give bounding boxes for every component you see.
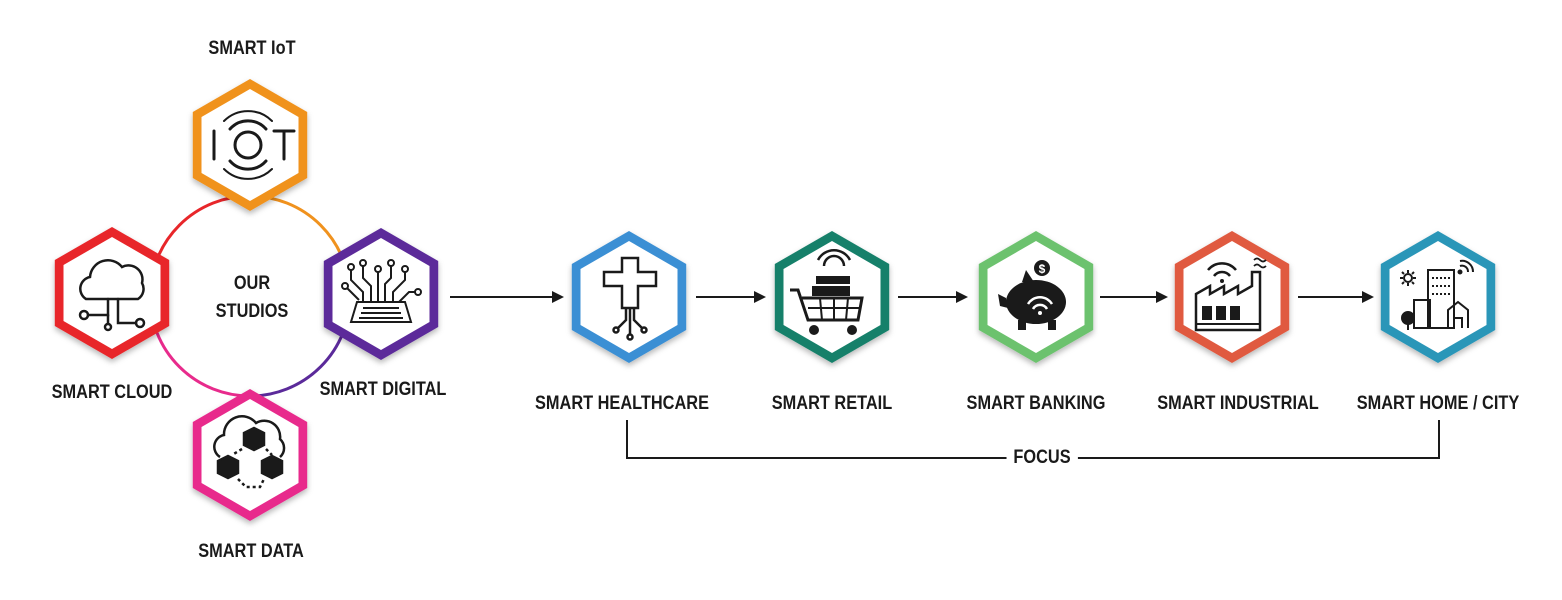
hexagon-cloud xyxy=(54,227,170,359)
hexagon-fill-healthcare xyxy=(580,241,678,353)
iot-icon xyxy=(212,110,296,180)
label-smart-retail: SMART RETAIL xyxy=(771,393,893,414)
label-smart-digital: SMART DIGITAL xyxy=(319,379,447,400)
label-smart-iot: SMART IoT xyxy=(208,38,296,59)
piggy-bank-icon: $ xyxy=(998,260,1066,330)
label-smart-healthcare: SMART HEALTHCARE xyxy=(535,393,709,414)
svg-text:$: $ xyxy=(1039,262,1046,276)
shopping-cart-icon xyxy=(790,249,864,335)
hexagon-fill-iot xyxy=(201,89,299,201)
hexagon-iot xyxy=(192,79,308,211)
our-studios-line2: STUDIOS xyxy=(215,301,289,322)
label-smart-industrial: SMART INDUSTRIAL xyxy=(1157,393,1319,414)
smart-city-icon xyxy=(1400,259,1475,330)
label-smart-home-city: SMART HOME / CITY xyxy=(1356,393,1520,414)
circuit-chip-icon xyxy=(341,259,422,323)
label-smart-data: SMART DATA xyxy=(198,541,304,562)
our-studios-label: OUR STUDIOS xyxy=(216,270,289,326)
label-smart-banking: SMART BANKING xyxy=(966,393,1106,414)
hexagon-home-city xyxy=(1380,231,1496,363)
hexagon-industrial xyxy=(1174,231,1290,363)
focus-label: FOCUS xyxy=(1006,447,1078,469)
hexagon-data xyxy=(192,389,308,521)
our-studios-line1: OUR xyxy=(233,273,271,294)
medical-cross-icon xyxy=(602,256,658,341)
cloud-network-icon xyxy=(78,259,146,332)
hexagon-nodes xyxy=(54,79,1496,521)
label-smart-cloud: SMART CLOUD xyxy=(51,382,173,403)
data-cubes-cloud-icon xyxy=(213,415,286,489)
hexagon-healthcare xyxy=(571,231,687,363)
factory-icon xyxy=(1194,257,1267,332)
